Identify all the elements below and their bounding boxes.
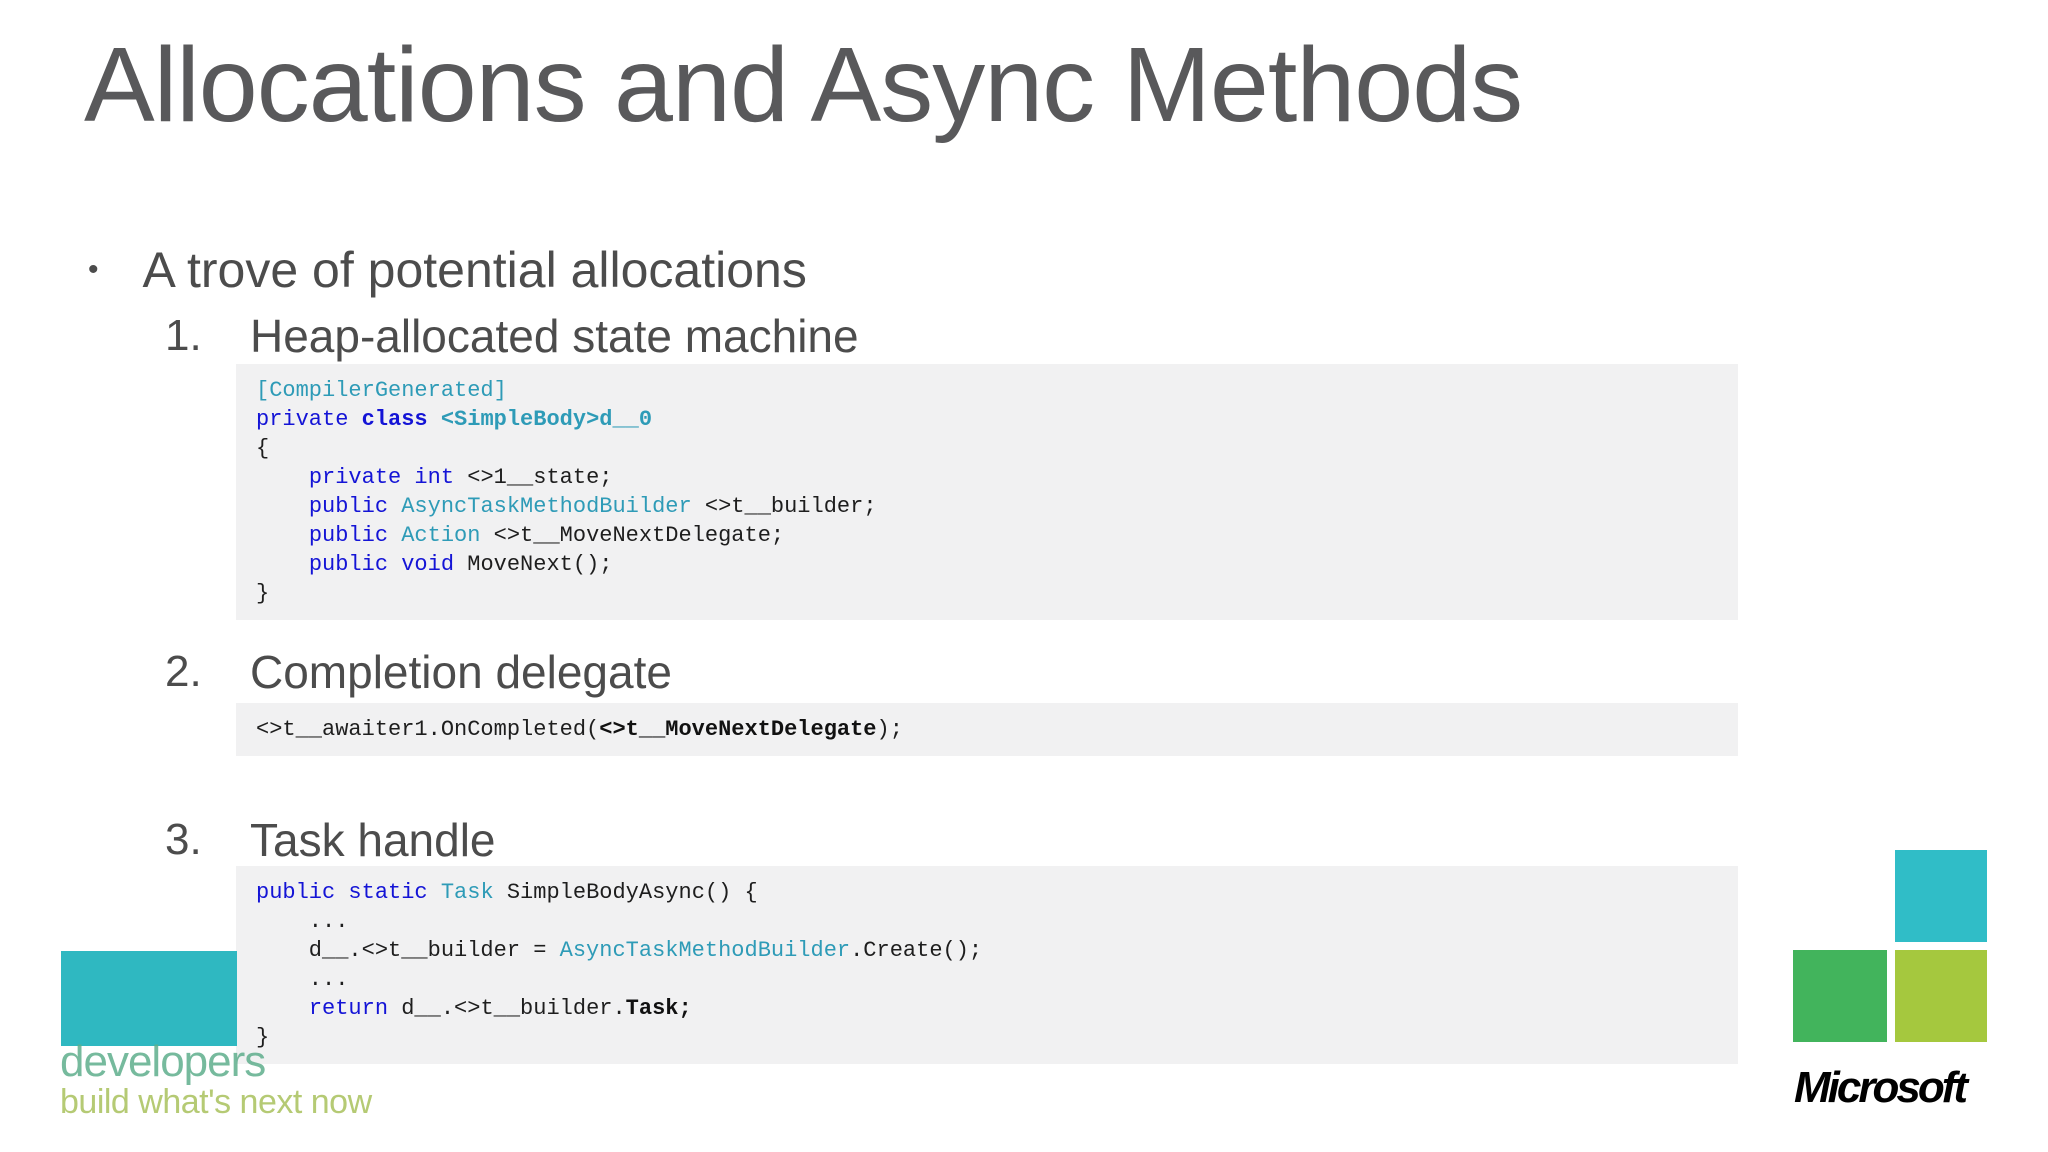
- microsoft-wordmark: Microsoft: [1794, 1063, 1968, 1112]
- item-label: Heap-allocated state machine: [250, 310, 859, 362]
- bullet-item: • A trove of potential allocations: [88, 240, 807, 300]
- item-label: Completion delegate: [250, 646, 672, 698]
- code-line: }: [256, 1025, 270, 1050]
- developers-logo-square: [61, 951, 237, 1046]
- code-line: [CompilerGenerated]: [256, 378, 507, 403]
- developers-tagline: build what's next now: [60, 1083, 372, 1121]
- code-line: public AsyncTaskMethodBuilder <>t__build…: [308, 494, 877, 519]
- bullet-icon: •: [88, 253, 99, 286]
- item-number: 3.: [165, 815, 202, 864]
- microsoft-logo-square-green: [1793, 950, 1887, 1042]
- microsoft-logo-square-teal: [1895, 850, 1987, 942]
- code-line: private int <>1__state;: [308, 465, 613, 490]
- code-line: return d__.<>t__builder.Task;: [308, 996, 692, 1021]
- item-label: Task handle: [250, 814, 496, 866]
- code-line: ...: [256, 967, 349, 992]
- code-line: public Action <>t__MoveNextDelegate;: [308, 523, 785, 548]
- item-number: 2.: [165, 647, 202, 696]
- numbered-item-heap-allocated-state-machine: 1. Heap-allocated state machine: [165, 308, 859, 364]
- numbered-item-task-handle: 3. Task handle: [165, 812, 496, 868]
- developers-wordmark: developers: [60, 1037, 266, 1086]
- microsoft-logo-square-lime: [1895, 950, 1987, 1042]
- page-title: Allocations and Async Methods: [84, 26, 1523, 144]
- code-line: {: [256, 436, 270, 461]
- code-line: d__.<>t__builder = AsyncTaskMethodBuilde…: [256, 938, 983, 963]
- code-block-state-machine: [CompilerGenerated] private class <Simple…: [236, 364, 1738, 620]
- code-line: public void MoveNext();: [308, 552, 613, 577]
- code-block-completion-delegate: <>t__awaiter1.OnCompleted(<>t__MoveNextD…: [236, 703, 1738, 756]
- item-number: 1.: [165, 311, 202, 360]
- code-line: private class <SimpleBody>d__0: [256, 407, 653, 432]
- code-line: }: [256, 581, 270, 606]
- numbered-item-completion-delegate: 2. Completion delegate: [165, 644, 672, 700]
- bullet-text: A trove of potential allocations: [142, 242, 807, 298]
- code-line: <>t__awaiter1.OnCompleted(<>t__MoveNextD…: [256, 717, 903, 742]
- code-block-task-handle: public static Task SimpleBodyAsync() { .…: [236, 866, 1738, 1064]
- code-line: ...: [256, 909, 349, 934]
- code-line: public static Task SimpleBodyAsync() {: [256, 880, 758, 905]
